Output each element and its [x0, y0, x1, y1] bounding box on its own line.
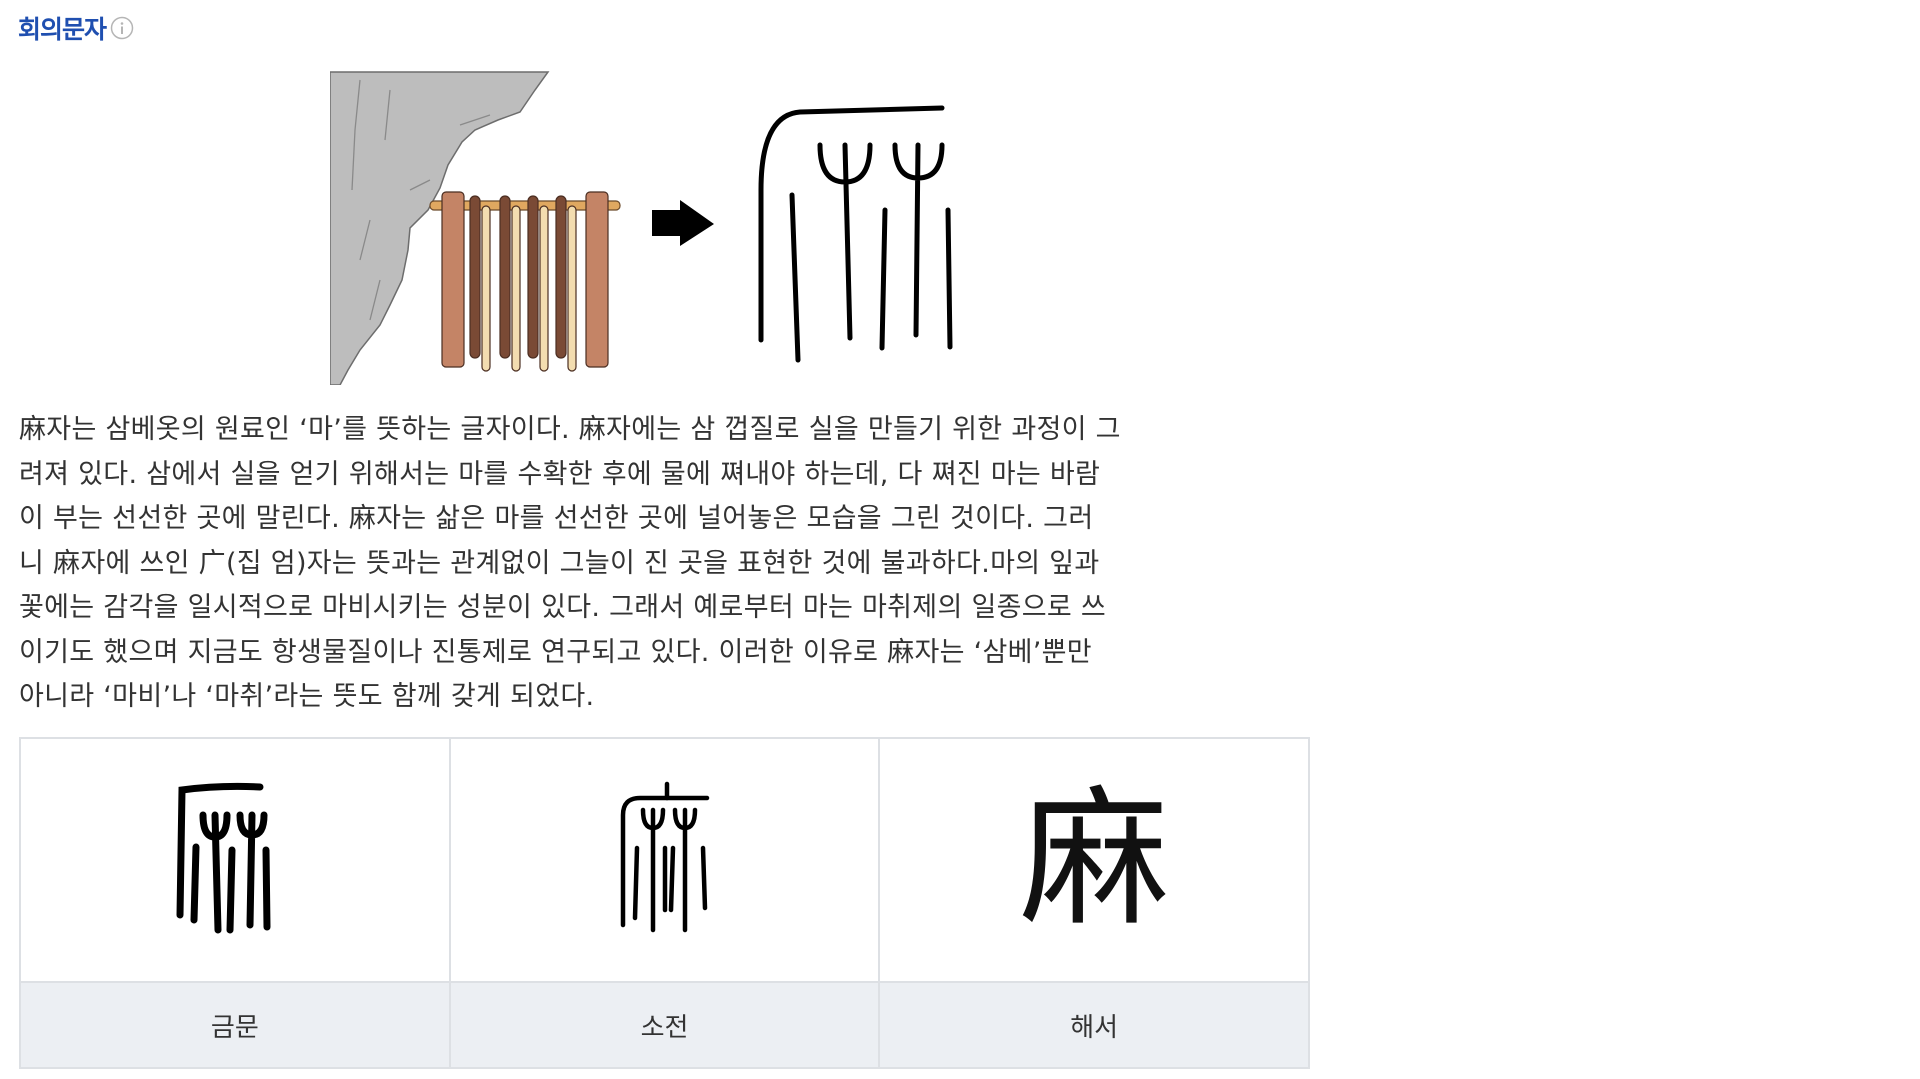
- column-seal-script: 소전: [450, 739, 881, 1067]
- paragraph-line: 麻자는 삼베옷의 원료인 ‘마’를 뜻하는 글자이다. 麻자에는 삼 껍질로 실…: [19, 414, 1121, 445]
- paragraph-line: 이 부는 선선한 곳에 말린다. 麻자는 삶은 마를 선선한 곳에 널어놓은 모…: [19, 503, 1094, 534]
- paragraph-line: 이기도 했으며 지금도 항생물질이나 진통제로 연구되고 있다. 이러한 이유로…: [19, 636, 1092, 668]
- script-forms-table: 금문 소전 麻 해서: [19, 737, 1310, 1069]
- seal-script-cell: [450, 739, 879, 983]
- hemp-rack-image: [429, 191, 621, 372]
- seal-script-glyph: [620, 781, 709, 933]
- column-bronze-script: 금문: [21, 739, 451, 1067]
- description-paragraph: 麻자는 삼베옷의 원료인 ‘마’를 뜻하는 글자이다. 麻자에는 삼 껍질로 실…: [19, 408, 1319, 720]
- illustration: [329, 70, 960, 386]
- regular-script-glyph: 麻: [1019, 773, 1170, 947]
- cliff-image: [329, 71, 550, 386]
- regular-script-cell: 麻: [880, 739, 1309, 983]
- bronze-script-glyph: [176, 782, 271, 934]
- section-title: 회의문자: [18, 15, 107, 44]
- bronze-script-label: 금문: [21, 983, 449, 1067]
- paragraph-line: 아니라 ‘마비’나 ‘마취’라는 뜻도 함께 갖게 되었다.: [19, 681, 595, 712]
- section-header: 회의문자: [18, 10, 134, 46]
- paragraph-line: 니 麻자에 쓰인 广(집 엄)자는 뜻과는 관계없이 그늘이 진 곳을 표현한 …: [19, 547, 1100, 579]
- column-regular-script: 麻 해서: [880, 739, 1309, 1067]
- bronze-script-cell: [21, 739, 449, 983]
- regular-script-label: 해서: [880, 983, 1309, 1067]
- seal-script-label: 소전: [450, 983, 879, 1067]
- right-arrow-icon: [652, 200, 714, 246]
- paragraph-line: 꽃에는 감각을 일시적으로 마비시키는 성분이 있다. 그래서 예로부터 마는 …: [19, 592, 1107, 623]
- bronze-script-ma-glyph: [758, 105, 953, 363]
- info-circle-icon[interactable]: [110, 16, 134, 40]
- paragraph-line: 려져 있다. 삼에서 실을 얻기 위해서는 마를 수확한 후에 물에 쪄내야 하…: [19, 458, 1101, 490]
